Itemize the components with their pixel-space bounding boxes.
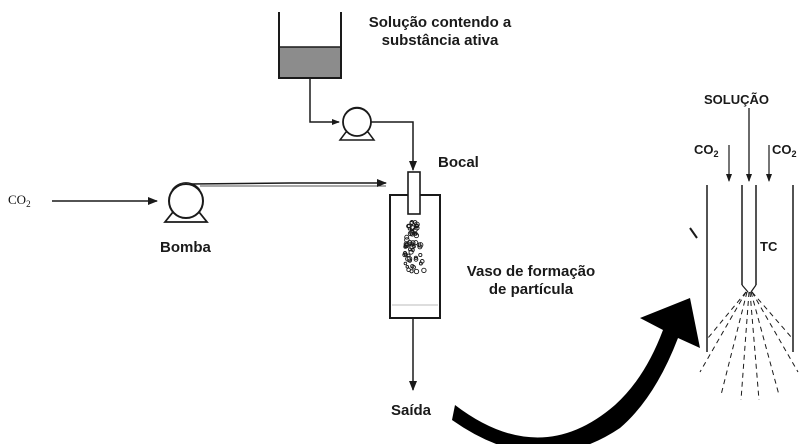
- particle: [411, 265, 416, 270]
- particle: [410, 240, 416, 246]
- solucao-label: SOLUÇÃO: [704, 92, 769, 107]
- nozzle: [407, 171, 421, 215]
- saida-label: Saída: [391, 402, 432, 419]
- particle: [410, 225, 416, 230]
- particle: [405, 256, 411, 262]
- particle: [402, 251, 408, 256]
- solution-feed-line: [309, 78, 340, 125]
- co2-pump: [163, 182, 209, 223]
- vessel-label-line2: de partícula: [488, 281, 574, 298]
- particle: [421, 267, 427, 274]
- particle: [407, 230, 414, 237]
- particle: [414, 225, 420, 231]
- reservoir-liquid: [279, 47, 341, 77]
- particle: [406, 267, 411, 273]
- co2-inlet-label: CO2: [8, 192, 31, 209]
- tc-label: TC: [760, 239, 778, 254]
- particle: [413, 255, 418, 260]
- co2-to-nozzle-line: [189, 179, 387, 187]
- particle: [418, 252, 423, 258]
- particle: [413, 268, 420, 275]
- particle: [414, 223, 420, 229]
- co2-inlet-text: CO: [8, 192, 27, 207]
- co2-right-text: CO: [772, 142, 792, 157]
- particle: [413, 257, 419, 262]
- particle: [405, 265, 410, 269]
- co2-left-subscript: 2: [713, 149, 719, 159]
- bocal-label: Bocal: [438, 154, 479, 171]
- particle: [409, 220, 415, 225]
- particle-spray: [402, 220, 427, 275]
- pump-to-nozzle-line: [371, 121, 417, 171]
- particle: [413, 232, 420, 239]
- co2-right-label: CO2: [772, 141, 797, 163]
- vessel-label: Vaso de formação de partícula: [446, 263, 616, 299]
- particle: [419, 259, 425, 264]
- vessel-label-line1: Vaso de formação: [466, 263, 596, 280]
- solution-pump: [338, 106, 376, 141]
- particle: [404, 234, 410, 240]
- particle: [403, 244, 408, 249]
- curved-arrow-icon: [452, 298, 700, 444]
- solution-label: Solução contendo a substância ativa: [345, 14, 535, 50]
- co2-left-label: CO2: [694, 141, 719, 163]
- particle: [408, 249, 414, 255]
- bomba-label: Bomba: [160, 239, 211, 256]
- solution-reservoir: [278, 12, 342, 79]
- particle: [404, 237, 410, 243]
- particle: [417, 242, 424, 248]
- nozzle-detail: [689, 108, 799, 401]
- particle: [406, 256, 413, 262]
- co2-right-subscript: 2: [791, 149, 797, 159]
- particle: [412, 220, 418, 225]
- particle: [413, 240, 419, 246]
- particle: [406, 224, 411, 229]
- solution-label-line1: Solução contendo a: [368, 14, 512, 31]
- co2-inlet-subscript: 2: [26, 199, 31, 209]
- particle: [403, 261, 408, 266]
- solution-label-line2: substância ativa: [381, 32, 499, 49]
- co2-left-text: CO: [694, 142, 714, 157]
- particle: [409, 230, 415, 236]
